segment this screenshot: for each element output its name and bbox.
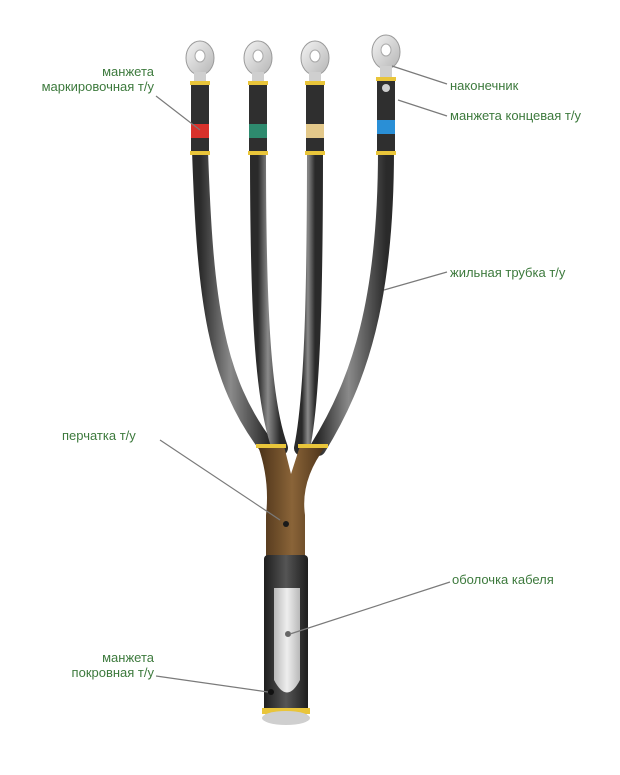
core-tube-2 [250, 142, 288, 456]
core-tube-4 [310, 142, 394, 456]
leader-cable-sheath [289, 581, 451, 635]
leader-glove [159, 439, 281, 521]
breakout-glove [258, 446, 326, 560]
leader-lines [155, 65, 451, 693]
marker-red [191, 124, 209, 138]
conductor-ends [185, 34, 401, 155]
core-tube-3 [294, 142, 323, 456]
band-2b [248, 151, 268, 155]
cable-end [262, 711, 310, 725]
label-core-tube: жильная трубка т/у [450, 265, 566, 280]
end-sleeve-4 [377, 78, 395, 154]
end-sleeve-2 [249, 82, 267, 154]
label-marking-sleeve-line2: маркировочная т/у [41, 79, 154, 94]
label-cover-sleeve-line1: манжета [102, 650, 154, 665]
lug-1 [185, 40, 215, 82]
end-sleeve-1 [191, 82, 209, 154]
core-tube-1 [192, 142, 276, 456]
band-4b [376, 151, 396, 155]
marker-green [249, 124, 267, 138]
lug-3 [300, 40, 330, 82]
band-2a [248, 81, 268, 85]
lug-2 [243, 40, 273, 82]
label-cover-sleeve: манжета покровная т/у [72, 650, 154, 680]
band-1b [190, 151, 210, 155]
label-marking-sleeve-line1: манжета [102, 64, 154, 79]
core-tubes [192, 142, 394, 456]
label-marking-sleeve: манжета маркировочная т/у [42, 64, 154, 94]
band-1a [190, 81, 210, 85]
cable-inner [274, 588, 300, 693]
label-glove: перчатка т/у [62, 428, 136, 443]
lug-4 [371, 34, 401, 78]
label-lug: наконечник [450, 78, 519, 93]
label-cable-sheath: оболочка кабеля [452, 572, 554, 587]
leader-core-tube [383, 271, 448, 291]
cover-sleeve-point [268, 689, 274, 695]
leader-cover-sleeve [155, 675, 269, 693]
glove-point [283, 521, 289, 527]
leader-end-sleeve [397, 99, 448, 117]
band-3a [305, 81, 325, 85]
leader-marking-sleeve [155, 95, 201, 131]
label-end-sleeve: манжета концевая т/у [450, 108, 581, 123]
marker-blue [377, 120, 395, 134]
end-sleeve-3 [306, 82, 324, 154]
band-3b [305, 151, 325, 155]
band-4a [376, 77, 396, 81]
marker-tan [306, 124, 324, 138]
sheath-point [285, 631, 291, 637]
leader-lug [391, 65, 448, 85]
label-cover-sleeve-line2: покровная т/у [71, 665, 154, 680]
